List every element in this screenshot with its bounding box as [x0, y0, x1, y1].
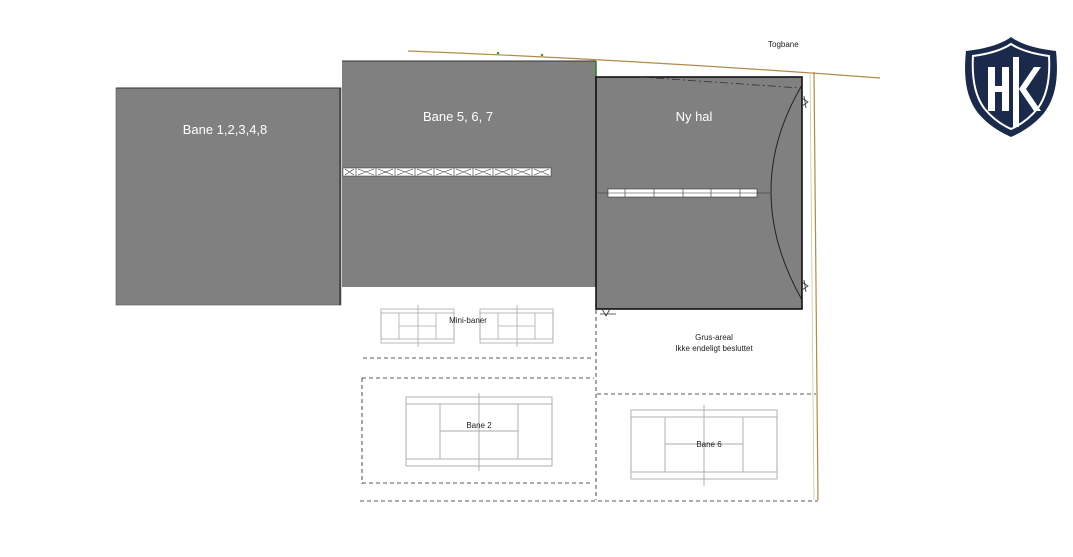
- railway: [407, 50, 881, 501]
- mini-baner-area: Mini-baner: [363, 305, 593, 359]
- hall-bane-1-2-3-4-8: Bane 1,2,3,4,8: [115, 87, 342, 306]
- hall-ny-hal: Ny hal: [595, 76, 809, 317]
- hik-shield-logo-icon: [965, 37, 1057, 137]
- net-row-ny-hal: [607, 188, 758, 198]
- bane-6-label: Bane 6: [696, 440, 722, 449]
- hall-bane-5-6-7: Bane 5, 6, 7: [342, 60, 597, 287]
- grus-areal-label-line2: Ikke endeligt besluttet: [675, 344, 753, 353]
- bane-5-6-7-label: Bane 5, 6, 7: [423, 109, 493, 124]
- togbane-label: Togbane: [768, 40, 799, 49]
- grus-areal: Grus-areal Ikke endeligt besluttet: [675, 333, 753, 353]
- mini-court-1: [380, 305, 455, 347]
- net-row: [342, 167, 552, 177]
- bane-2-label: Bane 2: [466, 421, 492, 430]
- mini-court-2: [479, 305, 554, 347]
- dashed-boundaries: [360, 310, 818, 502]
- ny-hal-label: Ny hal: [676, 109, 713, 124]
- mini-baner-label: Mini-baner: [449, 316, 487, 325]
- grus-areal-label-line1: Grus-areal: [695, 333, 733, 342]
- bane-1-2-3-4-8-label: Bane 1,2,3,4,8: [183, 122, 268, 137]
- court-bane-6: [630, 405, 778, 486]
- court-bane-2: [405, 393, 553, 471]
